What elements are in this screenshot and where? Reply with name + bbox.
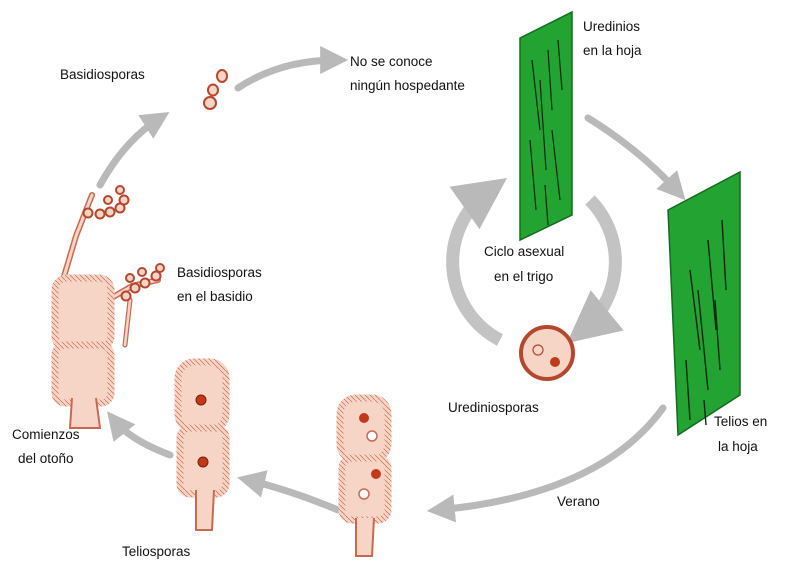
teliospore-bottom bbox=[340, 398, 388, 556]
label-comienzos-line1: Comienzos bbox=[12, 427, 80, 442]
label-no-host-line2: ningún hospedante bbox=[350, 78, 465, 93]
arrow-verano bbox=[438, 408, 663, 510]
basidiospore bbox=[208, 85, 218, 96]
urediniospore bbox=[521, 327, 573, 379]
label-telios-line1: Telios en bbox=[714, 414, 767, 429]
label-no-host-line1: No se conoce bbox=[350, 54, 433, 69]
label-uredinios-line2: en la hoja bbox=[583, 43, 642, 58]
asexual-arrow-right bbox=[583, 200, 615, 330]
label-urediniosporas: Urediniosporas bbox=[448, 400, 539, 415]
label-ciclo-line2: en el trigo bbox=[494, 269, 553, 284]
basidium bbox=[55, 186, 164, 428]
arrow-to-basidiospores bbox=[100, 118, 160, 185]
asexual-arrow-left bbox=[453, 190, 500, 340]
leaf-uredinia bbox=[520, 12, 572, 240]
label-basidio-line1: Basidiosporas bbox=[177, 265, 262, 280]
leaf-telia bbox=[668, 172, 740, 435]
arrow-to-no-host bbox=[238, 60, 337, 88]
label-comienzos-line2: del otoño bbox=[18, 451, 74, 466]
basidiospore bbox=[217, 70, 227, 82]
label-basidio-line2: en el basidio bbox=[177, 289, 253, 304]
teliospore-middle bbox=[178, 362, 226, 530]
label-teliosporas: Teliosporas bbox=[122, 544, 191, 559]
arrow-to-telia bbox=[588, 118, 678, 192]
basidiospores-top bbox=[204, 70, 227, 109]
basidiospore bbox=[204, 97, 216, 109]
label-ciclo-line1: Ciclo asexual bbox=[484, 244, 564, 259]
label-verano: Verano bbox=[557, 494, 600, 509]
label-telios-line2: la hoja bbox=[718, 439, 758, 454]
arrow-to-autumn bbox=[114, 420, 170, 455]
label-uredinios-line1: Uredinios bbox=[583, 19, 640, 34]
arrow-to-teliospores bbox=[248, 480, 338, 510]
label-basidiosporas: Basidiosporas bbox=[60, 67, 145, 82]
